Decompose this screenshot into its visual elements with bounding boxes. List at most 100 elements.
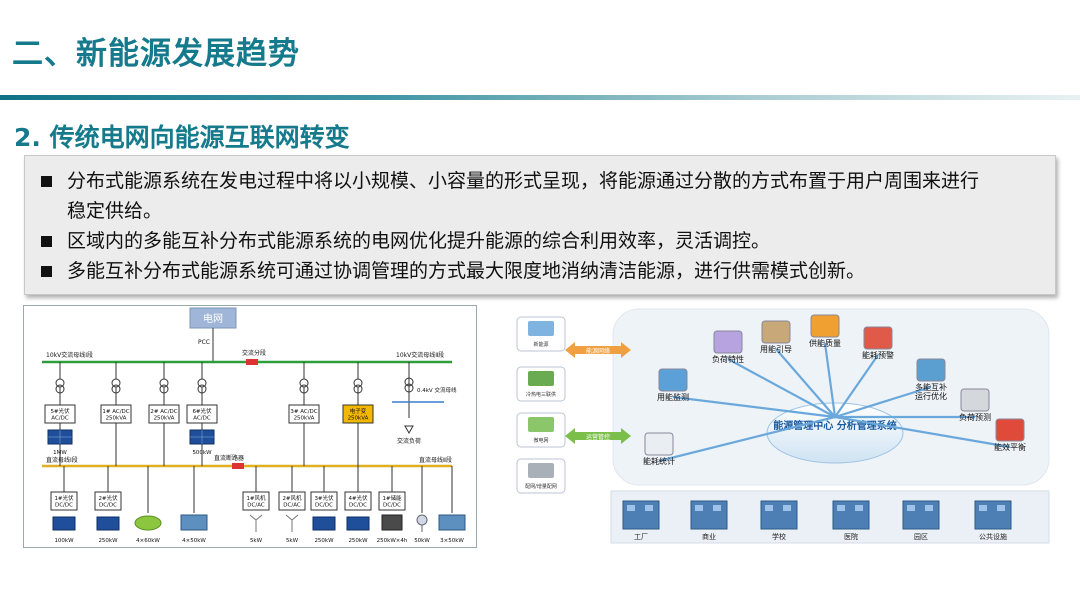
energy-network-arrow bbox=[565, 342, 631, 358]
function-icon bbox=[644, 432, 674, 456]
arrow-label: 运营管控 bbox=[586, 433, 610, 441]
user-label: 园区 bbox=[914, 533, 928, 541]
bullet-box: 分布式能源系统在发电过程中将以小规模、小容量的形式呈现，将能源通过分散的方式布置… bbox=[24, 155, 1056, 295]
user-label: 医院 bbox=[844, 532, 858, 541]
energy-source-icon bbox=[528, 417, 554, 432]
converter-box bbox=[186, 404, 218, 424]
solar-panel-icon bbox=[346, 516, 370, 531]
function-label: 负荷预测 bbox=[959, 412, 991, 422]
dc-breaker bbox=[232, 463, 244, 469]
top-capacity-label: 500kW bbox=[192, 450, 212, 456]
page-title: 二、新能源发展趋势 bbox=[12, 36, 300, 72]
converter-box bbox=[94, 491, 122, 511]
ac-bus-1-label: 10kV交流母线Ⅰ段 bbox=[46, 351, 93, 359]
wind-turbine-icon bbox=[285, 514, 299, 532]
electronic-transformer-box bbox=[342, 404, 374, 424]
function-label: 能耗统计 bbox=[643, 456, 675, 466]
bullet-square-icon bbox=[41, 176, 52, 187]
capacity-label: 100kW bbox=[54, 538, 74, 544]
microgrid-diagram: 电网 PCC 10kV交流母线Ⅰ段 10kV交流母线Ⅱ段 交流分段 直流母线Ⅰ段… bbox=[23, 305, 477, 548]
capacity-label: 3×50kW bbox=[440, 538, 464, 544]
pcc-label: PCC bbox=[198, 339, 210, 346]
function-icon bbox=[713, 330, 743, 354]
dc-bus-2-label: 直流母线Ⅱ段 bbox=[419, 456, 452, 464]
function-label: 供能质量 bbox=[809, 338, 841, 348]
capacity-label: 250kW×4h bbox=[377, 538, 408, 544]
converter-box bbox=[44, 404, 76, 424]
dc-bus-1-label: 直流母线Ⅰ段 bbox=[46, 456, 78, 464]
converter-box bbox=[344, 491, 372, 511]
energy-management-diagram: 新能源冷热电三联供微电网配网/增量配网 能源网络 运营管控 能源管理中心 分析管… bbox=[513, 305, 1053, 545]
bullet-item: 多能互补分布式能源系统可通过协调管理的方式最大限度地消纳清洁能源，进行供需模式创… bbox=[39, 256, 1041, 286]
energy-source-icon bbox=[528, 463, 554, 478]
bullet-item: 分布式能源系统在发电过程中将以小规模、小容量的形式呈现，将能源通过分散的方式布置… bbox=[39, 166, 1041, 196]
user-label: 公共设施 bbox=[979, 532, 1007, 541]
connector-arrow bbox=[834, 415, 1011, 449]
electric-car-icon bbox=[134, 515, 162, 531]
battery-storage-icon bbox=[381, 514, 403, 531]
grid-label: 电网 bbox=[203, 312, 223, 325]
converter-box bbox=[288, 404, 320, 424]
capacity-label: 250kW bbox=[348, 538, 368, 544]
bullet-continuation: 稳定供给。 bbox=[67, 200, 163, 222]
converter-box bbox=[50, 491, 78, 511]
connector-arrow bbox=[658, 415, 836, 463]
function-icon bbox=[916, 358, 946, 382]
connector-arrow bbox=[775, 348, 836, 418]
connector-arrow bbox=[823, 342, 837, 418]
converter-box bbox=[278, 491, 306, 511]
section-title: 2. 传统电网向能源互联网转变 bbox=[14, 123, 350, 152]
function-icon bbox=[863, 326, 893, 350]
function-icon bbox=[658, 368, 688, 392]
capacity-label: 4×50kW bbox=[182, 538, 206, 544]
solar-panel-icon bbox=[52, 516, 76, 531]
ac-bus-2-label: 10kV交流母线Ⅱ段 bbox=[396, 351, 444, 359]
function-icon bbox=[995, 418, 1025, 442]
operation-control-arrow bbox=[565, 428, 631, 444]
energy-source-label: 冷热电三联供 bbox=[526, 391, 556, 398]
function-label: 负荷特性 bbox=[712, 354, 744, 364]
generator-icon bbox=[438, 514, 466, 531]
energy-source-label: 新能源 bbox=[533, 341, 548, 348]
converter-box bbox=[148, 404, 180, 424]
function-icon bbox=[810, 314, 840, 338]
solar-panel-icon bbox=[96, 516, 120, 531]
bullet-square-icon bbox=[41, 236, 52, 247]
function-label: 用能监测 bbox=[657, 392, 689, 402]
ac-section-breaker bbox=[246, 359, 258, 365]
connector-arrow bbox=[834, 354, 879, 418]
solar-panel-icon bbox=[312, 516, 336, 531]
user-label: 商业 bbox=[702, 532, 716, 541]
energy-source-label: 微电网 bbox=[533, 437, 548, 444]
ac-section-label: 交流分段 bbox=[242, 349, 266, 357]
capacity-label: 4×60kW bbox=[136, 538, 160, 544]
function-icon bbox=[761, 320, 791, 344]
converter-box bbox=[310, 491, 338, 511]
bullet-item: 区域内的多能互补分布式能源系统的电网优化提升能源的综合利用效率，灵活调控。 bbox=[39, 226, 1041, 256]
capacity-label: 250kW bbox=[98, 538, 118, 544]
user-label: 工厂 bbox=[634, 533, 648, 541]
top-capacity-label: 1MW bbox=[53, 450, 67, 456]
converter-box bbox=[242, 491, 270, 511]
energy-source-icon bbox=[528, 321, 554, 336]
capacity-label: 5kW bbox=[250, 538, 263, 544]
street-light-icon bbox=[416, 514, 428, 526]
wind-turbine-icon bbox=[249, 514, 263, 532]
dc-breaker-label: 直流断路器 bbox=[214, 454, 244, 462]
user-label: 学校 bbox=[772, 532, 786, 541]
arrow-label: 能源网络 bbox=[586, 347, 610, 355]
microgrid-svg: 电网 PCC 10kV交流母线Ⅰ段 10kV交流母线Ⅱ段 交流分段 直流母线Ⅰ段… bbox=[42, 307, 466, 544]
title-divider bbox=[0, 95, 1080, 100]
